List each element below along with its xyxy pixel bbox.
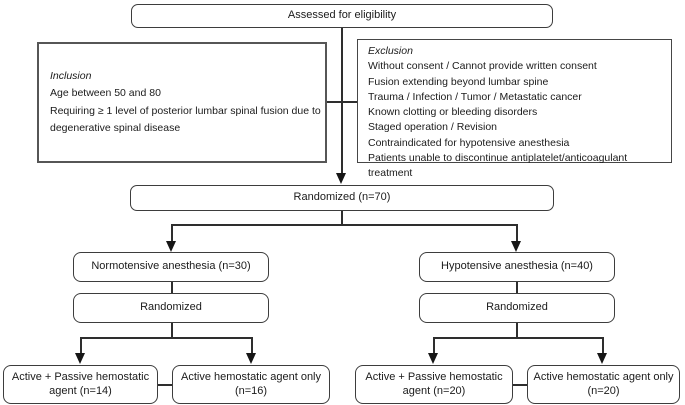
connector-randomized-right-stub (516, 323, 518, 338)
randomized-normotensive-label: Randomized (140, 301, 202, 314)
arrowhead-into-hypo-active-only (597, 353, 607, 364)
normo-active-passive-box: Active + Passive hemostatic agent (n=14) (3, 365, 158, 404)
text-line: Trauma / Infection / Tumor / Metastatic … (368, 90, 582, 103)
hypo-active-passive-label: Active + Passive hemostatic agent (n=20) (365, 371, 503, 397)
text-line: Known clotting or bleeding disorders (368, 106, 538, 119)
hypo-active-only-box: Active hemostatic agent only (n=20) (527, 365, 680, 404)
connector-normotensive-to-randomized (171, 282, 173, 293)
normo-active-only-label: Active hemostatic agent only (n=16) (180, 371, 322, 397)
arrowhead-into-hypotensive (511, 241, 521, 252)
text-line: Age between 50 and 80 (50, 87, 161, 99)
connector-randomized-down-stub (341, 211, 343, 225)
connector-left-outcome-pair (158, 384, 172, 386)
normotensive-anesthesia-label: Normotensive anesthesia (n=30) (91, 260, 251, 273)
inclusion-criteria-box: Inclusion Age between 50 and 80 Requiring… (37, 42, 327, 163)
connector-eligibility-to-randomized (341, 28, 343, 173)
text-line: Contraindicated for hypotensive anesthes… (368, 136, 570, 149)
arrowhead-into-normo-active-only (246, 353, 256, 364)
connector-to-hypo-active-only (602, 337, 604, 354)
text-line: Staged operation / Revision (368, 121, 497, 134)
text-line: Patients unable to discontinue antiplate… (368, 152, 628, 180)
hypo-active-only-label: Active hemostatic agent only (n=20) (533, 371, 674, 397)
hypotensive-anesthesia-label: Hypotensive anesthesia (n=40) (441, 260, 593, 273)
normotensive-anesthesia-box: Normotensive anesthesia (n=30) (73, 252, 269, 282)
exclusion-title: Exclusion (368, 45, 413, 57)
assessed-for-eligibility-box: Assessed for eligibility (131, 4, 553, 28)
connector-arm-split (171, 224, 517, 226)
randomized-normotensive-box: Randomized (73, 293, 269, 323)
connector-to-hypotensive (516, 224, 518, 242)
arrowhead-into-hypo-active-passive (428, 353, 438, 364)
text-line: Fusion extending beyond lumbar spine (368, 75, 549, 88)
normo-active-only-box: Active hemostatic agent only (n=16) (172, 365, 330, 404)
normo-active-passive-label: Active + Passive hemostatic agent (n=14) (11, 371, 150, 397)
inclusion-items: Age between 50 and 80 Requiring ≥ 1 level… (50, 85, 321, 138)
assessed-for-eligibility-label: Assessed for eligibility (287, 9, 397, 22)
connector-randomized-left-stub (171, 323, 173, 338)
connector-hypotensive-to-randomized (516, 282, 518, 293)
randomized-total-label: Randomized (n=70) (293, 191, 391, 204)
exclusion-criteria-box: Exclusion Without consent / Cannot provi… (357, 39, 672, 179)
connector-inclusion-exclusion (327, 101, 357, 103)
connector-right-outcome-split (433, 337, 603, 339)
randomized-hypotensive-box: Randomized (419, 293, 615, 323)
connector-to-hypo-active-passive (433, 337, 435, 354)
connector-to-normo-active-passive (80, 337, 82, 354)
connector-left-outcome-split (80, 337, 252, 339)
arrowhead-into-normo-active-passive (75, 353, 85, 364)
hypo-active-passive-box: Active + Passive hemostatic agent (n=20) (355, 365, 513, 404)
inclusion-title: Inclusion (50, 69, 92, 82)
randomized-total-box: Randomized (n=70) (130, 185, 554, 211)
text-line: Without consent / Cannot provide written… (368, 60, 597, 73)
exclusion-items: Without consent / Cannot provide written… (368, 59, 663, 181)
randomized-hypotensive-label: Randomized (486, 301, 548, 314)
text-line: Requiring ≥ 1 level of posterior lumbar … (50, 104, 321, 135)
arrowhead-into-normotensive (166, 241, 176, 252)
hypotensive-anesthesia-box: Hypotensive anesthesia (n=40) (419, 252, 615, 282)
connector-to-normotensive (171, 224, 173, 242)
connector-to-normo-active-only (251, 337, 253, 354)
connector-right-outcome-pair (513, 384, 527, 386)
arrowhead-into-randomized-total (336, 173, 346, 184)
